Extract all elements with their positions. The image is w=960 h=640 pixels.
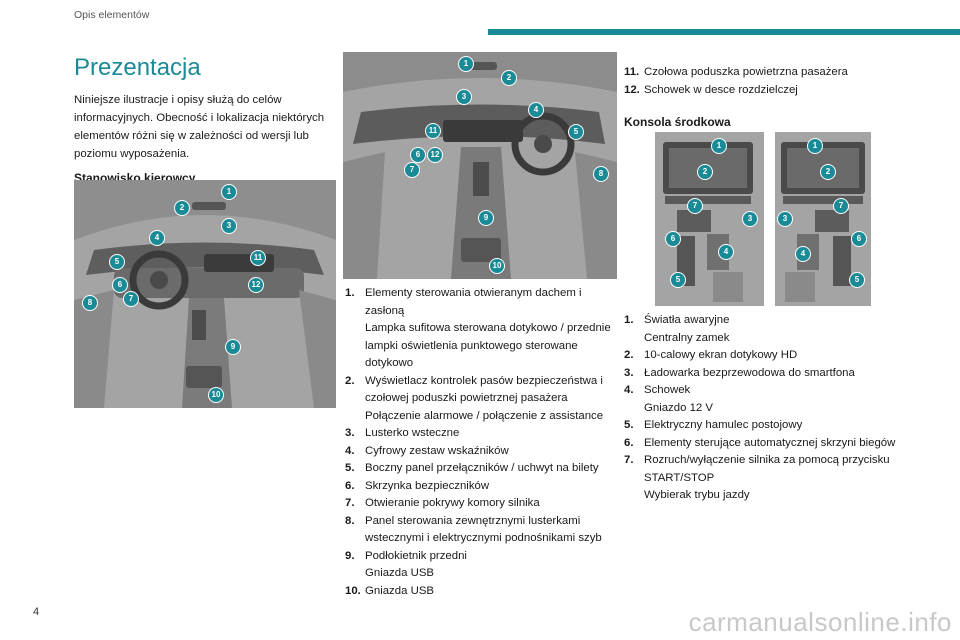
right-column: 11.Czołowa poduszka powietrzna pasażera …: [624, 64, 904, 129]
callout-8: 8: [593, 166, 609, 182]
list-item: 7.Rozruch/wyłączenie silnika za pomocą p…: [624, 454, 890, 501]
callout-7: 7: [833, 198, 849, 214]
driver-items-list: 1.Elementy sterowania otwieranym dachem …: [345, 285, 621, 600]
callout-4: 4: [149, 230, 165, 246]
callout-3: 3: [742, 211, 758, 227]
callout-5: 5: [109, 254, 125, 270]
callout-2: 2: [174, 200, 190, 216]
callout-1: 1: [221, 184, 237, 200]
console-items-column: 1.Światła awaryjne Centralny zamek 2.10-…: [624, 312, 904, 505]
callout-2: 2: [820, 164, 836, 180]
driver-cockpit-drawing: [74, 180, 336, 408]
section-header: Opis elementów: [74, 9, 150, 21]
left-column: Prezentacja Niniejsze ilustracje i opisy…: [74, 54, 336, 195]
list-item: 9.Podłokietnik przedni Gniazda USB: [345, 549, 467, 580]
callout-5: 5: [670, 272, 686, 288]
callout-10: 10: [208, 387, 224, 403]
driver-station-illustration-2: 1 2 3 4 5 6 7 8 9 10 11 12: [343, 52, 617, 279]
console-drawing-right: [775, 132, 871, 306]
list-item: 2.Wyświetlacz kontrolek pasów bezpieczeń…: [345, 374, 604, 422]
watermark: carmanualsonline.info: [688, 607, 952, 637]
callout-6: 6: [410, 147, 426, 163]
callout-4: 4: [718, 244, 734, 260]
callout-2: 2: [501, 70, 517, 86]
list-item: 1.Elementy sterowania otwieranym dachem …: [345, 287, 611, 369]
driver-items-cont-list: 11.Czołowa poduszka powietrzna pasażera …: [624, 64, 904, 99]
callout-7: 7: [404, 162, 420, 178]
callout-12: 12: [427, 147, 443, 163]
list-item: 11.Czołowa poduszka powietrzna pasażera: [624, 66, 848, 78]
list-item: 3.Ładowarka bezprzewodowa do smartfona: [624, 366, 855, 379]
center-console-illustration-right: 1 2 3 4 5 6 7: [775, 132, 871, 306]
list-item: 4.Schowek Gniazdo 12 V: [624, 384, 714, 414]
center-console-heading: Konsola środkowa: [624, 115, 731, 129]
page-number: 4: [33, 606, 40, 618]
callout-1: 1: [458, 56, 474, 72]
list-item: 4.Cyfrowy zestaw wskaźników: [345, 444, 509, 457]
cockpit-drawing-2: [343, 52, 617, 279]
callout-8: 8: [82, 295, 98, 311]
list-item: 5.Boczny panel przełączników / uchwyt na…: [345, 462, 599, 474]
driver-items-column: 1.Elementy sterowania otwieranym dachem …: [345, 285, 621, 600]
console-items-list: 1.Światła awaryjne Centralny zamek 2.10-…: [624, 312, 904, 505]
list-item: 8.Panel sterowania zewnętrznymi lusterka…: [345, 514, 602, 545]
list-item: 5.Elektryczny hamulec postojowy: [624, 419, 803, 431]
list-item: 10.Gniazda USB: [345, 584, 435, 597]
callout-5: 5: [849, 272, 865, 288]
list-item: 6.Elementy sterujące automatycznej skrzy…: [624, 436, 896, 449]
callout-6: 6: [665, 231, 681, 247]
callout-7: 7: [687, 198, 703, 214]
page-title: Prezentacja: [74, 54, 201, 81]
callout-3: 3: [777, 211, 793, 227]
callout-2: 2: [697, 164, 713, 180]
callout-11: 11: [425, 123, 441, 139]
callout-3: 3: [456, 89, 472, 105]
list-item: 2.10-calowy ekran dotykowy HD: [624, 349, 798, 361]
callout-4: 4: [528, 102, 544, 118]
list-item: 6.Skrzynka bezpieczników: [345, 479, 490, 492]
callout-10: 10: [489, 258, 505, 274]
header-accent-bar: [488, 29, 960, 35]
list-item: 7.Otwieranie pokrywy komory silnika: [345, 497, 540, 509]
list-item: 1.Światła awaryjne Centralny zamek: [624, 314, 730, 344]
callout-9: 9: [225, 339, 241, 355]
callout-1: 1: [711, 138, 727, 154]
intro-paragraph: Niniejsze ilustracje i opisy służą do ce…: [74, 94, 325, 160]
callout-1: 1: [807, 138, 823, 154]
list-item: 3.Lusterko wsteczne: [345, 427, 460, 439]
callout-7: 7: [123, 291, 139, 307]
driver-station-illustration: 1 2 3 4 5 6 7 8 9 10 11 12: [74, 180, 336, 408]
center-console-illustration-left: 1 2 3 4 5 6 7: [655, 132, 764, 306]
callout-6: 6: [851, 231, 867, 247]
list-item: 12.Schowek w desce rozdzielczej: [624, 83, 798, 96]
callout-12: 12: [248, 277, 264, 293]
callout-5: 5: [568, 124, 584, 140]
callout-4: 4: [795, 246, 811, 262]
callout-11: 11: [250, 250, 266, 266]
callout-9: 9: [478, 210, 494, 226]
callout-6: 6: [112, 277, 128, 293]
callout-3: 3: [221, 218, 237, 234]
